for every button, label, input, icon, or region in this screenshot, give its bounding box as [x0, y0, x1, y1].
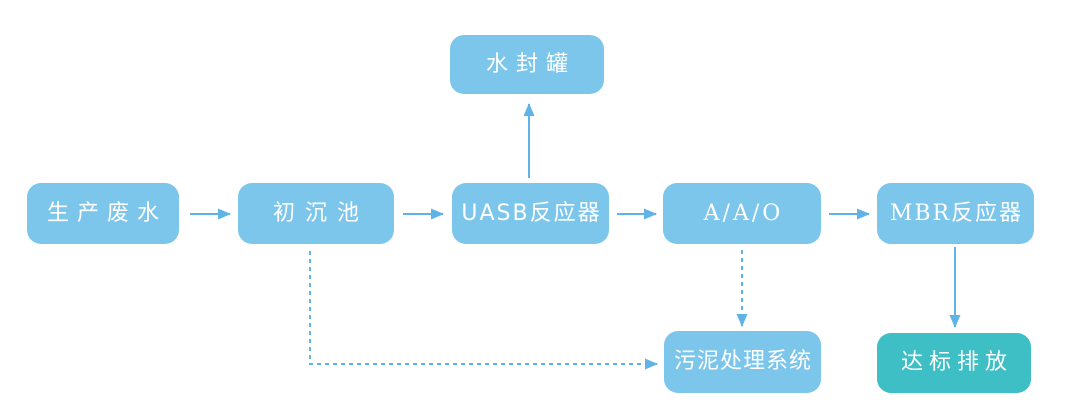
- node-water-seal-tank: 水封罐: [450, 35, 604, 94]
- node-production-wastewater: 生产废水: [27, 183, 179, 244]
- node-compliant-discharge: 达标排放: [877, 333, 1031, 393]
- edge-primary-to-sludge: [309, 251, 658, 370]
- node-aao-process: A/A/O: [663, 183, 821, 244]
- node-mbr-reactor: MBR反应器: [877, 183, 1034, 244]
- node-sludge-treatment-system: 污泥处理系统: [664, 331, 821, 393]
- node-primary-sedimentation-tank: 初沉池: [238, 183, 394, 244]
- node-uasb-reactor: UASB反应器: [452, 183, 609, 244]
